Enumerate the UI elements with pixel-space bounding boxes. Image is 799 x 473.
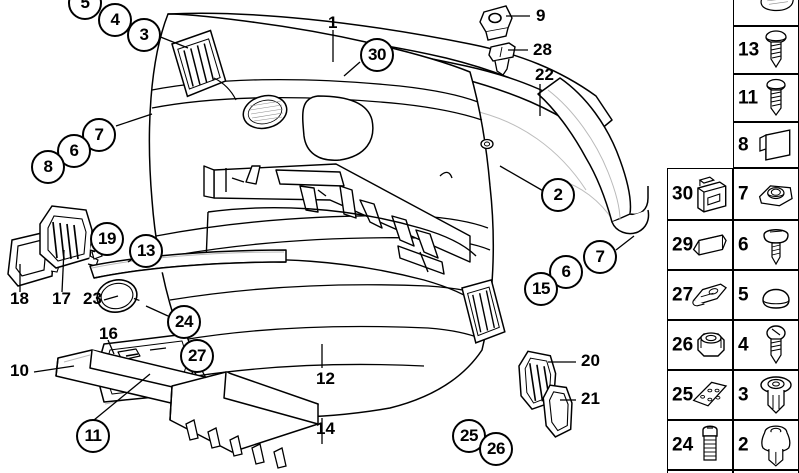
callout-3[interactable]: 3 (127, 18, 161, 52)
legend-number: 30 (672, 183, 694, 205)
oval-badge-icon (756, 0, 796, 25)
dome-cap-icon (756, 271, 796, 319)
legend-number: 29 (672, 234, 694, 256)
parts-legend-table: 13 11 (665, 0, 799, 473)
legend-number: 11 (738, 87, 759, 109)
legend-number: 26 (672, 334, 694, 356)
label-23: 23 (83, 289, 102, 308)
label-21: 21 (581, 389, 600, 408)
callout-label: 7 (595, 247, 605, 266)
label-9: 9 (536, 6, 546, 25)
expanding-rivet-icon (756, 371, 796, 419)
legend-number: 7 (738, 183, 749, 205)
callout-label: 13 (137, 241, 155, 260)
pan-head-screw-icon (756, 75, 796, 121)
socket-bolt-icon (690, 421, 730, 469)
callout-label: 2 (553, 185, 563, 204)
callout-label: 27 (188, 346, 206, 365)
pan-head-screw-icon (756, 321, 796, 369)
flat-spring-clip-icon (690, 271, 730, 319)
flat-cover-cap-icon (756, 123, 796, 167)
label-22: 22 (535, 65, 554, 84)
exploded-view-drawing (7, 5, 650, 469)
square-nut-plate-icon (756, 169, 796, 219)
callout-label: 4 (110, 10, 120, 29)
label-28: 28 (533, 40, 552, 59)
legend-number: 5 (738, 284, 749, 306)
callout-label: 3 (139, 25, 149, 44)
legend-number: 13 (738, 39, 760, 61)
perforated-plate-icon (690, 371, 730, 419)
legend-number: 27 (672, 284, 694, 306)
legend-cell-27[interactable]: 27 (667, 270, 733, 320)
callout-8[interactable]: 8 (31, 150, 65, 184)
legend-cell-5[interactable]: 5 (733, 270, 799, 320)
callout-6-upper[interactable]: 6 (57, 134, 91, 168)
legend-cell-29[interactable]: 29 (667, 220, 733, 270)
legend-cell-25[interactable]: 25 (667, 370, 733, 420)
round-head-screw-icon (756, 221, 796, 269)
callout-4[interactable]: 4 (98, 3, 132, 37)
callout-label: 26 (487, 439, 505, 458)
callout-11[interactable]: 11 (76, 419, 110, 453)
callout-26[interactable]: 26 (479, 432, 513, 466)
hex-lock-nut-icon (690, 321, 730, 369)
callout-label: 6 (561, 262, 571, 281)
callout-label: 19 (98, 229, 116, 248)
stepped-grommet-icon (756, 421, 796, 469)
legend-cell-3[interactable]: 3 (733, 370, 799, 420)
callout-25[interactable]: 25 (452, 419, 486, 453)
legend-number: 8 (738, 134, 749, 156)
label-12: 12 (316, 369, 335, 388)
callout-label: 15 (532, 279, 550, 298)
callout-label: 30 (368, 45, 386, 64)
callout-13[interactable]: 13 (129, 234, 163, 268)
label-10: 10 (10, 361, 29, 380)
legend-number: 25 (672, 384, 694, 406)
label-18: 18 (10, 289, 29, 308)
callout-27[interactable]: 27 (180, 339, 214, 373)
callout-label: 11 (84, 426, 102, 445)
legend-number: 2 (738, 434, 749, 456)
legend-number: 6 (738, 234, 749, 256)
long-strip-clip-icon (690, 221, 730, 269)
legend-number: 24 (672, 434, 694, 456)
callout-24[interactable]: 24 (167, 305, 201, 339)
pan-head-screw-icon (756, 27, 796, 73)
legend-cell-6[interactable]: 6 (733, 220, 799, 270)
legend-cell-top-partial[interactable] (733, 0, 799, 26)
callout-label: 25 (460, 426, 478, 445)
callout-label: 6 (69, 141, 79, 160)
label-14: 14 (316, 419, 335, 438)
callout-2[interactable]: 2 (541, 178, 575, 212)
legend-cell-2[interactable]: 2 (733, 420, 799, 470)
callout-30[interactable]: 30 (360, 38, 394, 72)
label-17: 17 (52, 289, 71, 308)
legend-cell-19[interactable]: 19 (667, 470, 733, 473)
callout-label: 8 (43, 157, 53, 176)
legend-number: 4 (738, 334, 749, 356)
label-1: 1 (328, 13, 338, 32)
callout-15[interactable]: 15 (524, 272, 558, 306)
legend-cell-26[interactable]: 26 (667, 320, 733, 370)
callout-19[interactable]: 19 (90, 222, 124, 256)
callout-7-lower[interactable]: 7 (583, 240, 617, 274)
legend-cell-4[interactable]: 4 (733, 320, 799, 370)
legend-number: 3 (738, 384, 749, 406)
callout-label: 5 (80, 0, 90, 12)
legend-cell-11[interactable]: 11 (733, 74, 799, 122)
callout-label: 7 (94, 125, 104, 144)
label-20: 20 (581, 351, 600, 370)
legend-cell-30[interactable]: 30 (667, 168, 733, 220)
callout-label: 24 (175, 312, 193, 331)
legend-cell-24[interactable]: 24 (667, 420, 733, 470)
legend-cell-8[interactable]: 8 (733, 122, 799, 168)
rect-clip-block-icon (690, 169, 730, 219)
legend-cell-7[interactable]: 7 (733, 168, 799, 220)
label-16: 16 (99, 324, 118, 343)
legend-cell-13[interactable]: 13 (733, 26, 799, 74)
